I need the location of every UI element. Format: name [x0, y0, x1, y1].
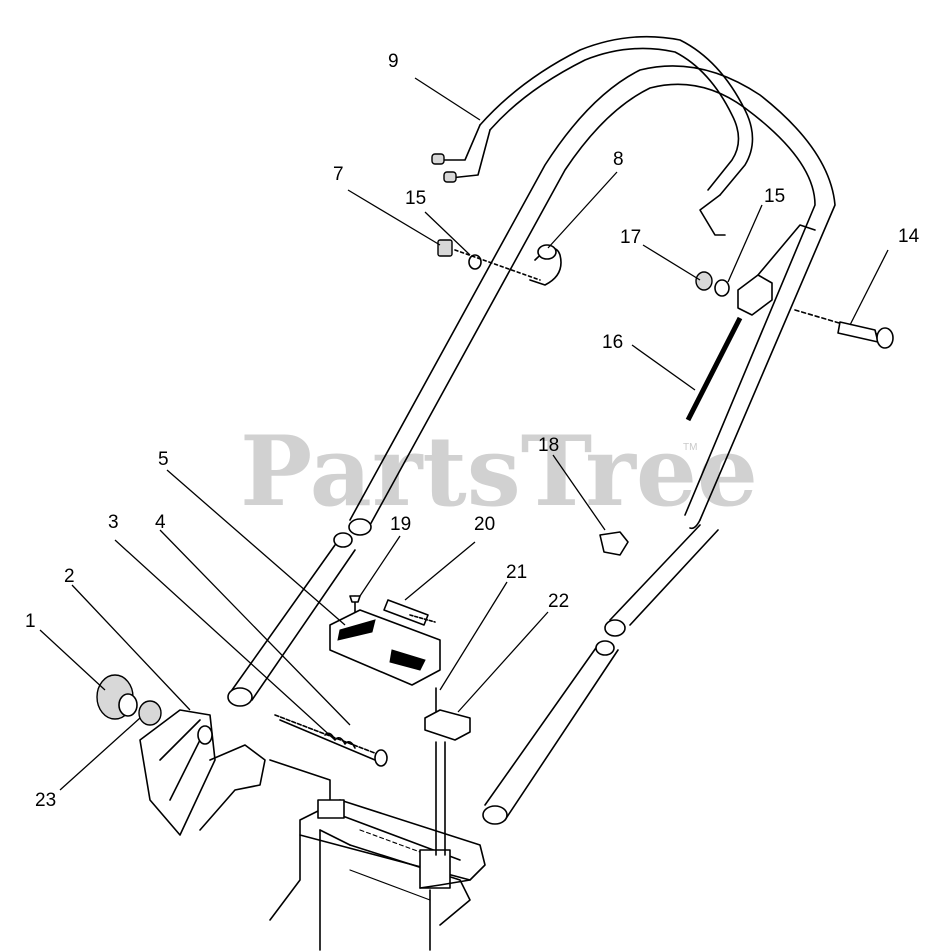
callout-8: 8	[613, 149, 624, 170]
callout-7: 7	[333, 164, 344, 185]
control-bail	[431, 35, 754, 236]
carriage-bolt	[794, 309, 894, 349]
lower-frame	[199, 741, 486, 951]
lower-left-tube	[227, 544, 356, 707]
watermark: PartsTree	[240, 415, 758, 528]
knob-assembly	[96, 674, 216, 836]
callout-20: 20	[474, 514, 495, 535]
bracket-screws	[349, 595, 436, 626]
cable-hardware-right	[695, 224, 816, 316]
callout-19: 19	[390, 514, 411, 535]
lower-right-tube	[482, 524, 719, 825]
callout-5: 5	[158, 449, 169, 470]
cable-clip	[599, 531, 629, 556]
callout-21: 21	[506, 562, 527, 583]
callout-16: 16	[602, 332, 623, 353]
small-block	[424, 687, 471, 741]
watermark-trademark: TM	[683, 442, 697, 453]
callout-3: 3	[108, 512, 119, 533]
callout-15-left: 15	[405, 188, 426, 209]
callout-23: 23	[35, 790, 56, 811]
callout-2: 2	[64, 566, 75, 587]
callout-9: 9	[388, 51, 399, 72]
callout-15-right: 15	[764, 186, 785, 207]
callout-18: 18	[538, 435, 559, 456]
leader-lines	[39, 77, 889, 791]
bracket-plate	[329, 609, 441, 686]
callout-22: 22	[548, 591, 569, 612]
callouts: 1 2 3 4 5 7 8 9 14 15 15 16 17 18 19 20 …	[25, 51, 920, 811]
callout-4: 4	[155, 512, 166, 533]
pivot-bolt	[274, 714, 388, 767]
callout-14: 14	[898, 226, 920, 247]
callout-1: 1	[25, 611, 36, 632]
callout-17: 17	[620, 227, 641, 248]
cable-strip	[685, 316, 743, 422]
